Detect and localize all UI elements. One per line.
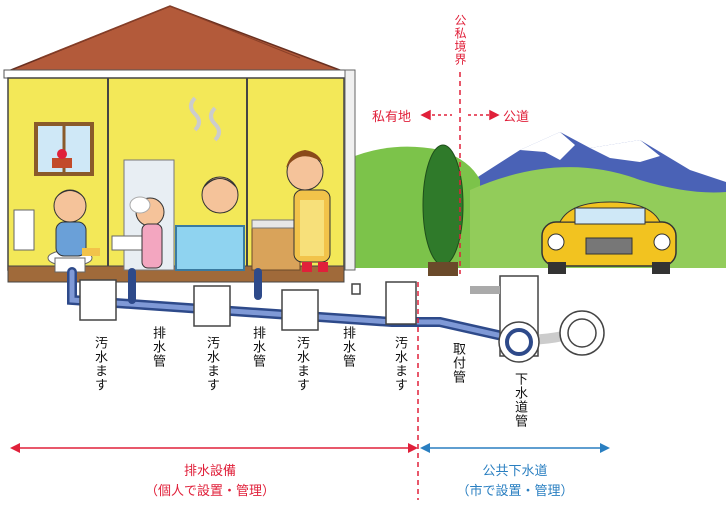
kitchen bbox=[251, 150, 331, 272]
pipe-label-sewer-main: 下水道管 bbox=[512, 372, 527, 428]
house-roof bbox=[3, 5, 350, 79]
private-land-label: 私有地 bbox=[372, 110, 412, 125]
bathtub bbox=[175, 96, 245, 271]
tree bbox=[422, 144, 464, 276]
public-section-title: 公共下水道 bbox=[482, 464, 548, 479]
washbasin-area bbox=[111, 159, 175, 271]
pipe-label-drain-3: 排水管 bbox=[340, 326, 355, 368]
septic-boxes bbox=[79, 279, 417, 331]
boundary-label: 公私境界 bbox=[453, 14, 467, 66]
sewer-manhole bbox=[470, 275, 605, 363]
child-on-toilet bbox=[53, 189, 100, 257]
pipe-label-connection: 取付管 bbox=[450, 342, 465, 384]
public-road-label: 公道 bbox=[503, 110, 530, 125]
car bbox=[541, 201, 677, 274]
public-section-subtitle: （市で設置・管理） bbox=[456, 484, 574, 499]
pipe-label-septic-1: 汚水ます bbox=[92, 336, 107, 392]
private-section-title: 排水設備 bbox=[183, 464, 237, 479]
pipe-label-drain-2: 排水管 bbox=[250, 326, 265, 368]
window bbox=[34, 122, 94, 176]
private-extent-arrow bbox=[10, 443, 418, 453]
private-section-subtitle: （個人で設置・管理） bbox=[144, 484, 276, 499]
ground bbox=[0, 268, 726, 418]
pipe-label-drain-1: 排水管 bbox=[150, 326, 165, 368]
boundary-arrows bbox=[420, 109, 500, 121]
pipe-label-septic-4: 汚水ます bbox=[392, 336, 407, 392]
pipe-label-septic-2: 汚水ます bbox=[204, 336, 219, 392]
pipe-label-septic-3: 汚水ます bbox=[294, 336, 309, 392]
public-extent-arrow bbox=[420, 443, 610, 453]
